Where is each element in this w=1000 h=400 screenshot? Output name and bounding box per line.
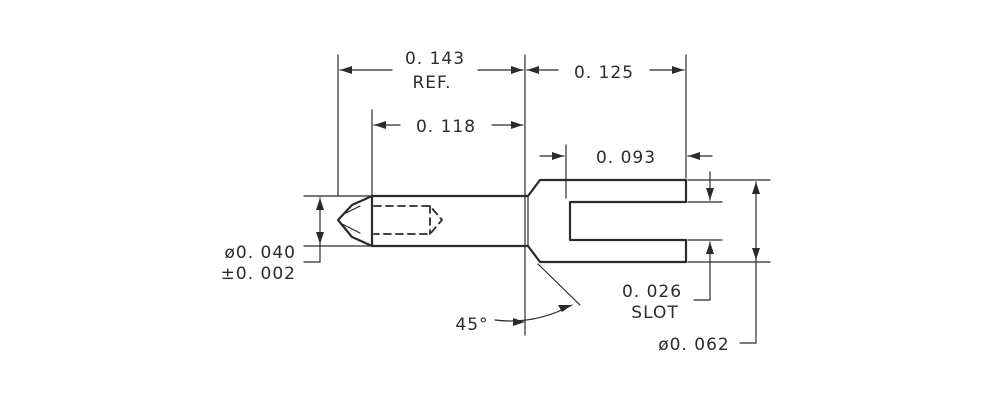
- dim-shank-diameter-value: ø0. 040: [225, 243, 296, 263]
- dim-overall-ref: 0. 143 REF.: [339, 49, 524, 93]
- dim-slot-depth-value: 0. 093: [596, 148, 656, 168]
- dim-fork-length-value: 0. 125: [574, 63, 634, 83]
- dim-fork-diameter-value: ø0. 062: [658, 335, 729, 355]
- dim-tip-to-shoulder-value: 0. 118: [416, 117, 476, 137]
- dim-fork-diameter: ø0. 062: [658, 181, 760, 355]
- dim-shank-diameter: ø0. 040 ±0. 002: [221, 197, 324, 284]
- pin-body-outline: [336, 178, 688, 264]
- dim-slot-width-value: 0. 026: [622, 282, 682, 302]
- dim-chamfer-angle: 45°: [455, 304, 573, 335]
- dim-chamfer-angle-value: 45°: [455, 315, 488, 335]
- dim-slot-width: 0. 026 SLOT: [622, 171, 714, 323]
- extension-lines: [303, 54, 771, 336]
- dim-overall-ref-note: REF.: [412, 73, 451, 93]
- dim-fork-length: 0. 125: [526, 63, 685, 83]
- dim-tip-to-shoulder: 0. 118: [373, 117, 524, 137]
- dim-slot-note: SLOT: [631, 303, 678, 323]
- dim-shank-tolerance: ±0. 002: [221, 264, 296, 284]
- dim-slot-depth: 0. 093: [539, 148, 713, 168]
- hidden-bore: [373, 205, 443, 235]
- dim-overall-ref-value: 0. 143: [405, 49, 465, 69]
